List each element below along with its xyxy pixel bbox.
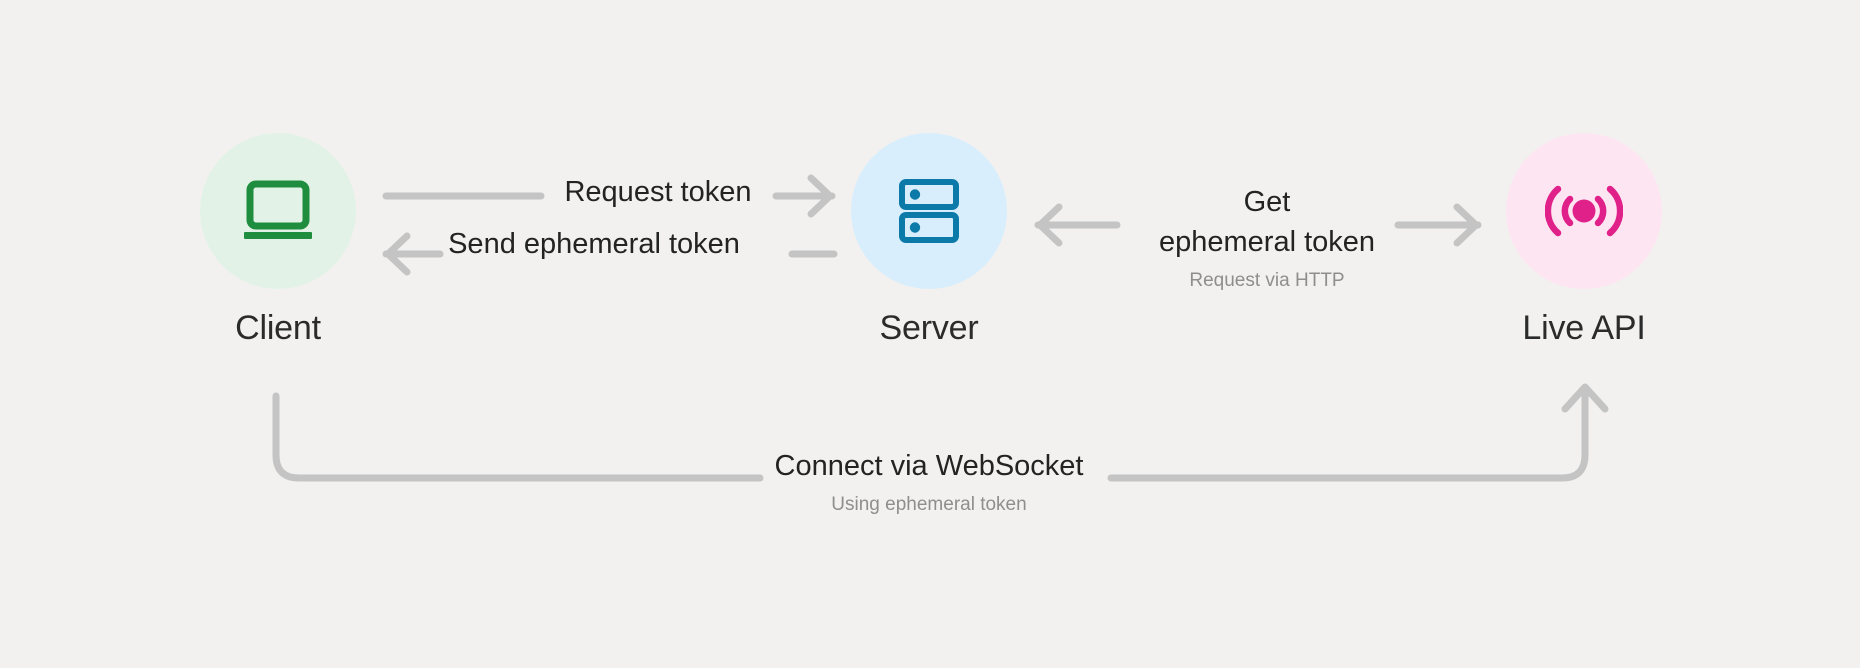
connector-label-get-ephemeral-token-line1: Get [1243, 186, 1291, 218]
connector-label-send-ephemeral-token: Send ephemeral token [434, 224, 754, 264]
node-client-label: Client [235, 309, 321, 347]
connector-label-connect-websocket-text: Connect via WebSocket [774, 450, 1084, 482]
connector-label-get-ephemeral-token-line2: ephemeral token [1158, 226, 1376, 258]
node-live-api-label: Live API [1522, 309, 1646, 347]
node-live-api[interactable]: Live API [1484, 133, 1684, 345]
get-ephemeral-token-arrow-left [1034, 203, 1121, 247]
connector-label-get-ephemeral-token: Get ephemeral token Request via HTTP [1157, 182, 1377, 294]
node-server[interactable]: Server [829, 133, 1029, 345]
connector-label-request-token: Request token [548, 172, 768, 212]
broadcast-icon [1545, 185, 1623, 237]
connector-sublabel-request-via-http: Request via HTTP [1189, 270, 1345, 291]
connector-label-request-token-text: Request token [564, 176, 752, 208]
get-ephemeral-token-arrow-right [1394, 203, 1482, 247]
websocket-arrowhead [1561, 383, 1609, 413]
request-token-arrow [772, 174, 836, 218]
server-icon [899, 179, 959, 243]
websocket-path-left [272, 392, 764, 482]
connector-sublabel-using-ephemeral-token: Using ephemeral token [831, 494, 1027, 515]
websocket-path-right [1107, 384, 1589, 482]
node-server-circle [851, 133, 1007, 289]
node-server-label: Server [879, 309, 979, 347]
node-client-circle [200, 133, 356, 289]
send-ephemeral-token-arrow [382, 232, 444, 276]
laptop-icon [244, 180, 312, 239]
connector-label-send-ephemeral-token-text: Send ephemeral token [448, 228, 740, 260]
node-live-api-circle [1506, 133, 1662, 289]
node-client[interactable]: Client [178, 133, 378, 345]
connector-label-connect-websocket: Connect via WebSocket Using ephemeral to… [718, 446, 1140, 518]
